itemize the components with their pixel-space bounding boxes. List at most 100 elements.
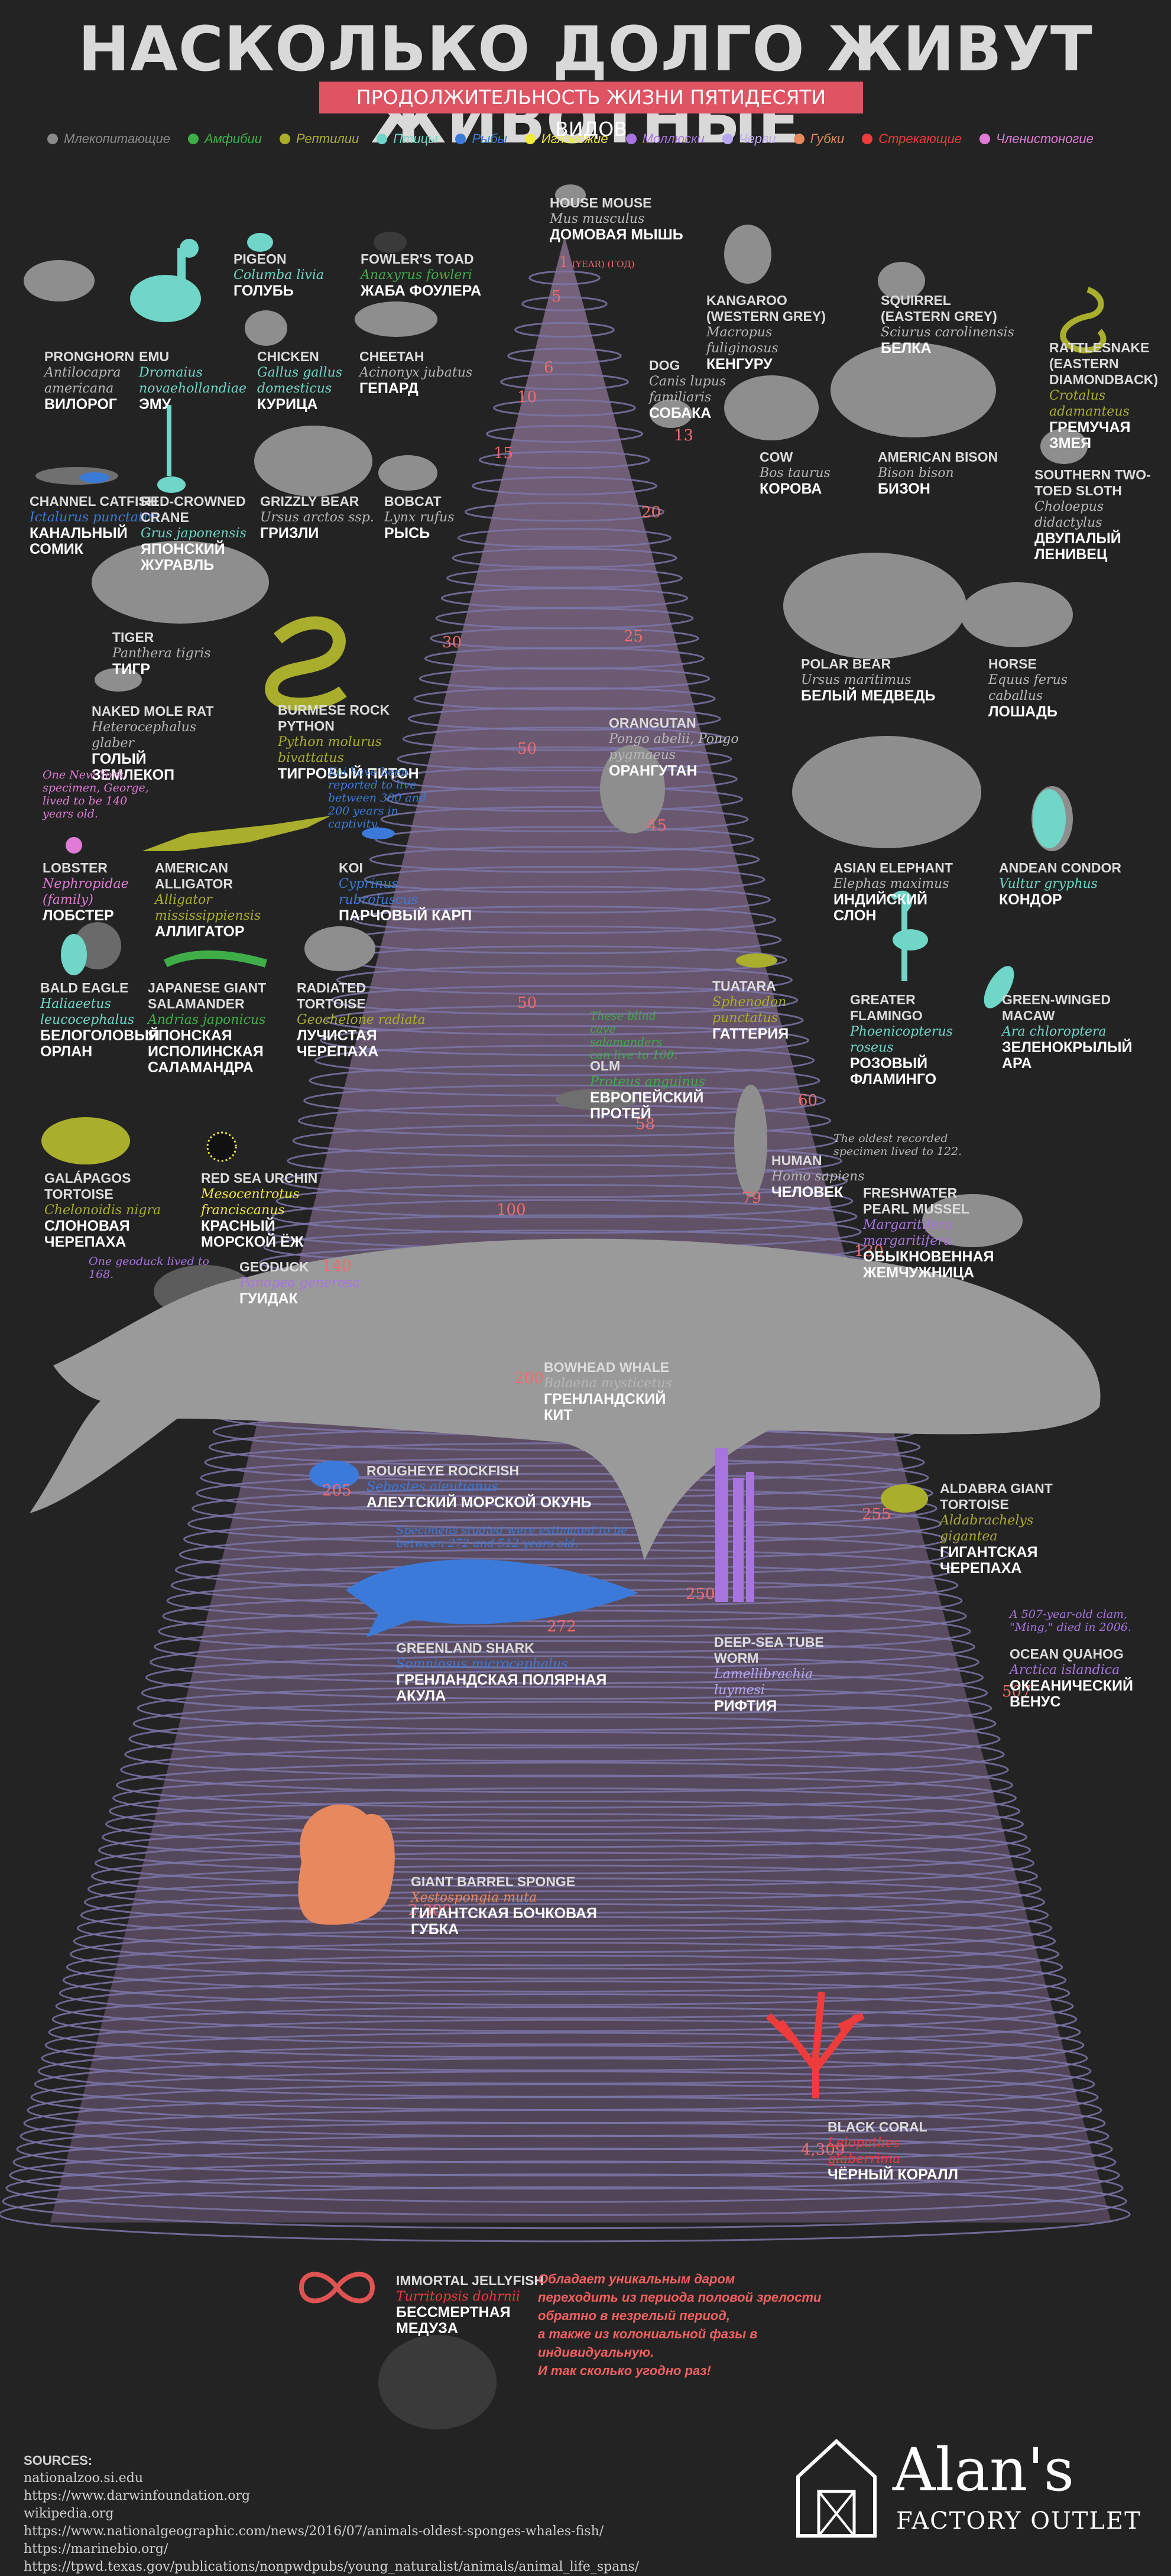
animal-russian-name: ГИГАНТСКАЯ БОЧКОВАЯ ГУБКА <box>411 1905 597 1938</box>
legend-item: Стрекающие <box>862 131 962 147</box>
legend-label: Амфибии <box>205 131 262 146</box>
animal-english-name: PRONGHORN <box>44 349 135 364</box>
year-label-aldabra: 255 <box>862 1506 891 1523</box>
animal-russian-name: СОБАКА <box>649 405 712 421</box>
emu-body <box>130 275 201 322</box>
spiral-loop <box>336 965 793 995</box>
legend-item: Губки <box>793 131 844 147</box>
animal-english-name: CHICKEN <box>257 349 319 364</box>
animal-russian-name: БИЗОН <box>878 481 930 497</box>
spiral-loop <box>0 2186 1131 2243</box>
animal-latin-name: Choloepus didactylus <box>1034 499 1104 530</box>
galapagos-icon <box>41 1117 130 1164</box>
spiral-loop <box>109 1787 1020 1835</box>
legend-item: Рептилии <box>279 131 359 147</box>
animal-english-name: GREEN-WINGED MACAW <box>1002 992 1111 1023</box>
legend-dot <box>279 134 290 144</box>
spiral-loop <box>120 1746 1009 1793</box>
note-lobster: One New York specimen, George, lived to … <box>43 768 149 820</box>
source-item: nationalzoo.si.edu <box>24 2471 144 2486</box>
legend-item: Млекопитающие <box>47 131 170 147</box>
legend-item: Членистоногие <box>979 131 1094 147</box>
animal-russian-name: ТИГР <box>112 661 151 677</box>
spiral-loop <box>55 1980 1074 2032</box>
animal-latin-name: Alligator mississippiensis <box>155 893 261 923</box>
legend-label: Млекопитающие <box>64 131 170 146</box>
animal-latin-name: Python molurus bivattatus <box>278 735 382 765</box>
year-label-shark: 272 <box>547 1618 576 1636</box>
year-label-human: 79 <box>742 1189 761 1207</box>
animal-english-name: SQUIRREL (EASTERN GREY) <box>881 293 997 324</box>
spiral-loop <box>73 1916 1056 1967</box>
page-subtitle: ПРОДОЛЖИТЕЛЬНОСТЬ ЖИЗНИ ПЯТИДЕСЯТИ ВИДОВ <box>319 82 863 141</box>
legend-label: Стрекающие <box>878 131 962 146</box>
animal-latin-name: Ursus maritimus <box>801 673 912 687</box>
animal-english-name: RED SEA URCHIN <box>201 1170 318 1186</box>
lobster-icon <box>66 837 82 854</box>
aldabra-icon <box>881 1484 928 1513</box>
animal-english-name: KANGAROO (WESTERN GREY) <box>706 293 826 324</box>
animal-card-kangaroo: KANGAROO (WESTERN GREY)Macropus fuligino… <box>706 293 842 372</box>
legend-dot <box>625 134 637 144</box>
spiral-loop <box>20 2109 1110 2163</box>
animal-latin-name: Sebastes aleutianus <box>366 1480 498 1494</box>
spiral-loop <box>352 906 777 934</box>
jellyfish-description-line: а также из колониальной фазы в <box>538 2327 758 2341</box>
human-silhouette <box>734 1085 767 1197</box>
polarbear-silhouette <box>783 553 966 659</box>
spiral-loop <box>413 687 716 710</box>
animal-russian-name: БЕЛОГОЛОВЫЙ ОРЛАН <box>40 1027 160 1060</box>
cheetah-silhouette <box>355 301 437 337</box>
jellyfish-description-line: переходить из периода половой зрелости <box>538 2290 822 2305</box>
animal-english-name: GEODUCK <box>239 1259 309 1274</box>
spiral-loop <box>183 1518 946 1560</box>
animal-latin-name: Dromaius novaehollandiae <box>139 365 247 396</box>
spiral-loop <box>137 1685 992 1731</box>
animal-latin-name: Margaritifera margaritifera <box>863 1218 953 1248</box>
animal-latin-name: Ictalurus punctatus <box>30 510 159 525</box>
animal-russian-name: ГИГАНТСКАЯ ЧЕРЕПАХА <box>940 1544 1038 1576</box>
animal-english-name: HUMAN <box>771 1153 822 1168</box>
animal-latin-name: Ara chloroptera <box>1002 1024 1107 1039</box>
animal-russian-name: ЧЁРНЫЙ КОРАЛЛ <box>828 2166 959 2183</box>
animal-russian-name: ИНДИЙСКИЙ СЛОН <box>833 891 928 924</box>
legend-item: Амфибии <box>188 131 262 147</box>
animal-english-name: NAKED MOLE RAT <box>92 703 214 719</box>
spiral-loop <box>514 322 615 338</box>
animal-english-name: FOWLER'S TOAD <box>361 251 474 267</box>
animal-english-name: RATTLESNAKE (EASTERN DIAMONDBACK) <box>1049 340 1158 387</box>
spiral-loop <box>358 885 771 914</box>
spiral-loop <box>402 726 727 751</box>
animal-russian-name: ЛОШАДЬ <box>988 703 1058 720</box>
spiral-loop <box>528 270 601 285</box>
sponge-icon <box>298 1804 395 1925</box>
tubeworm-icon <box>715 1448 754 1602</box>
toad-icon <box>374 232 407 253</box>
emu-head <box>180 239 199 258</box>
animal-russian-name: ГАТТЕРИЯ <box>712 1026 789 1042</box>
animal-latin-name: Equus ferus caballus <box>988 673 1068 703</box>
year-label-catfish: 15 <box>494 445 513 462</box>
source-item: https://marinebio.org/ <box>24 2542 168 2556</box>
animal-latin-name: Homo sapiens <box>771 1169 865 1184</box>
animal-russian-name: БЕЛКА <box>881 340 932 356</box>
note-quahog: A 507-year-old clam, "Ming," died in 200… <box>1010 1608 1131 1634</box>
animal-russian-name: ОРАНГУТАН <box>609 763 698 779</box>
jellyfish-description-line: Обладает уникальным даром <box>538 2272 735 2286</box>
animal-russian-name: ЕВРОПЕЙСКИЙ ПРОТЕЙ <box>590 1089 704 1122</box>
animal-english-name: JAPANESE GIANT SALAMANDER <box>148 980 267 1011</box>
animal-russian-name: ГОЛЫЙ ЗЕМЛЕКОП <box>92 751 175 783</box>
jellyfish-description-line: индивидуальную. <box>538 2345 654 2360</box>
legend-item: Птицы <box>377 131 437 147</box>
